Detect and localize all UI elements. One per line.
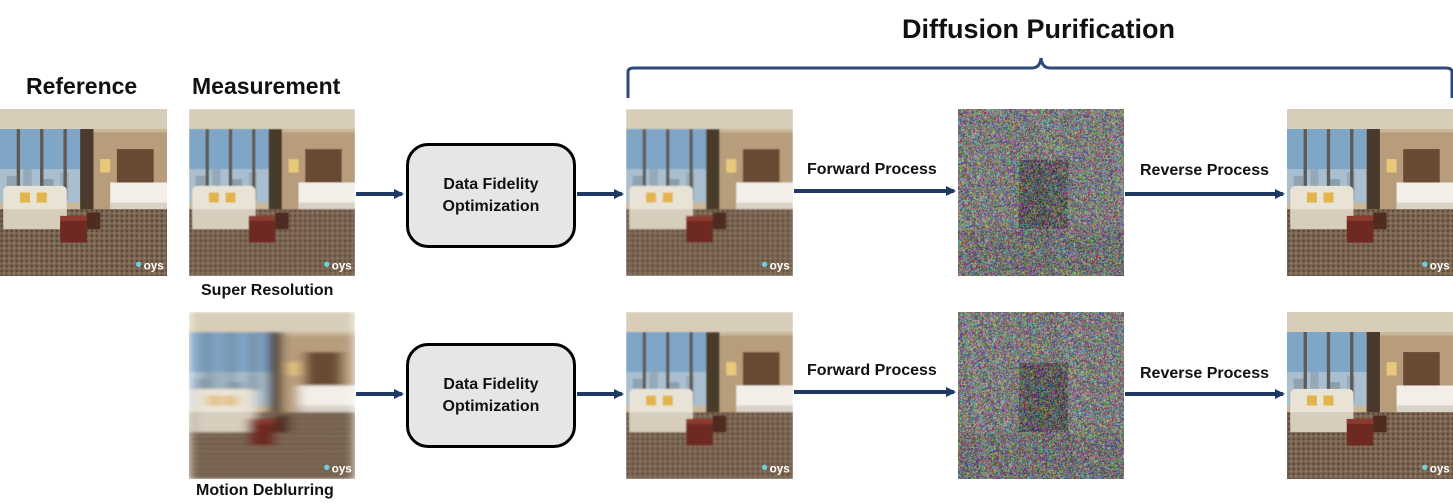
watermark-dot — [1422, 261, 1428, 267]
data-fidelity-line1: Data Fidelity — [443, 375, 539, 393]
measurement-title: Measurement — [192, 73, 341, 99]
watermark-text: oys — [770, 462, 791, 475]
super-resolution-label: Super Resolution — [201, 282, 334, 299]
super-resolution-measurement-image: oys — [189, 109, 355, 276]
watermark-dot — [1422, 464, 1428, 470]
data-fidelity-line1: Data Fidelity — [443, 175, 539, 193]
watermark-text: oys — [770, 259, 791, 272]
watermark-text: oys — [1430, 259, 1450, 272]
purified-output-image-row1: oys — [1287, 109, 1453, 276]
forward-process-label-row1: Forward Process — [807, 161, 937, 178]
diffusion-purification-title: Diffusion Purification — [902, 14, 1175, 44]
watermark-text: oys — [332, 462, 352, 475]
fidelity-output-image-row2: oys — [626, 312, 793, 479]
watermark-text: oys — [332, 259, 352, 272]
fidelity-output-image-row1: oys — [626, 109, 793, 276]
reverse-process-label-row1: Reverse Process — [1140, 162, 1269, 179]
watermark-dot — [761, 464, 768, 470]
watermark-text: oys — [144, 259, 165, 272]
noisy-image-row2 — [958, 312, 1124, 479]
diffusion-brace — [626, 57, 1453, 98]
data-fidelity-line2: Optimization — [442, 397, 540, 415]
data-fidelity-line2: Optimization — [442, 197, 540, 215]
watermark-text: oys — [1430, 462, 1450, 475]
noisy-image-row1 — [958, 109, 1124, 276]
forward-process-label-row2: Forward Process — [807, 362, 937, 379]
reference-title: Reference — [26, 73, 138, 99]
reference-image: oys — [0, 109, 167, 276]
reverse-process-label-row2: Reverse Process — [1140, 365, 1269, 382]
watermark-dot — [761, 261, 768, 267]
watermark-dot — [135, 261, 142, 267]
watermark-dot — [324, 261, 330, 267]
motion-blur-measurement-image: oys — [189, 312, 355, 479]
motion-deblurring-label: Motion Deblurring — [196, 482, 334, 499]
watermark-dot — [324, 464, 330, 470]
purified-output-image-row2: oys — [1287, 312, 1453, 479]
